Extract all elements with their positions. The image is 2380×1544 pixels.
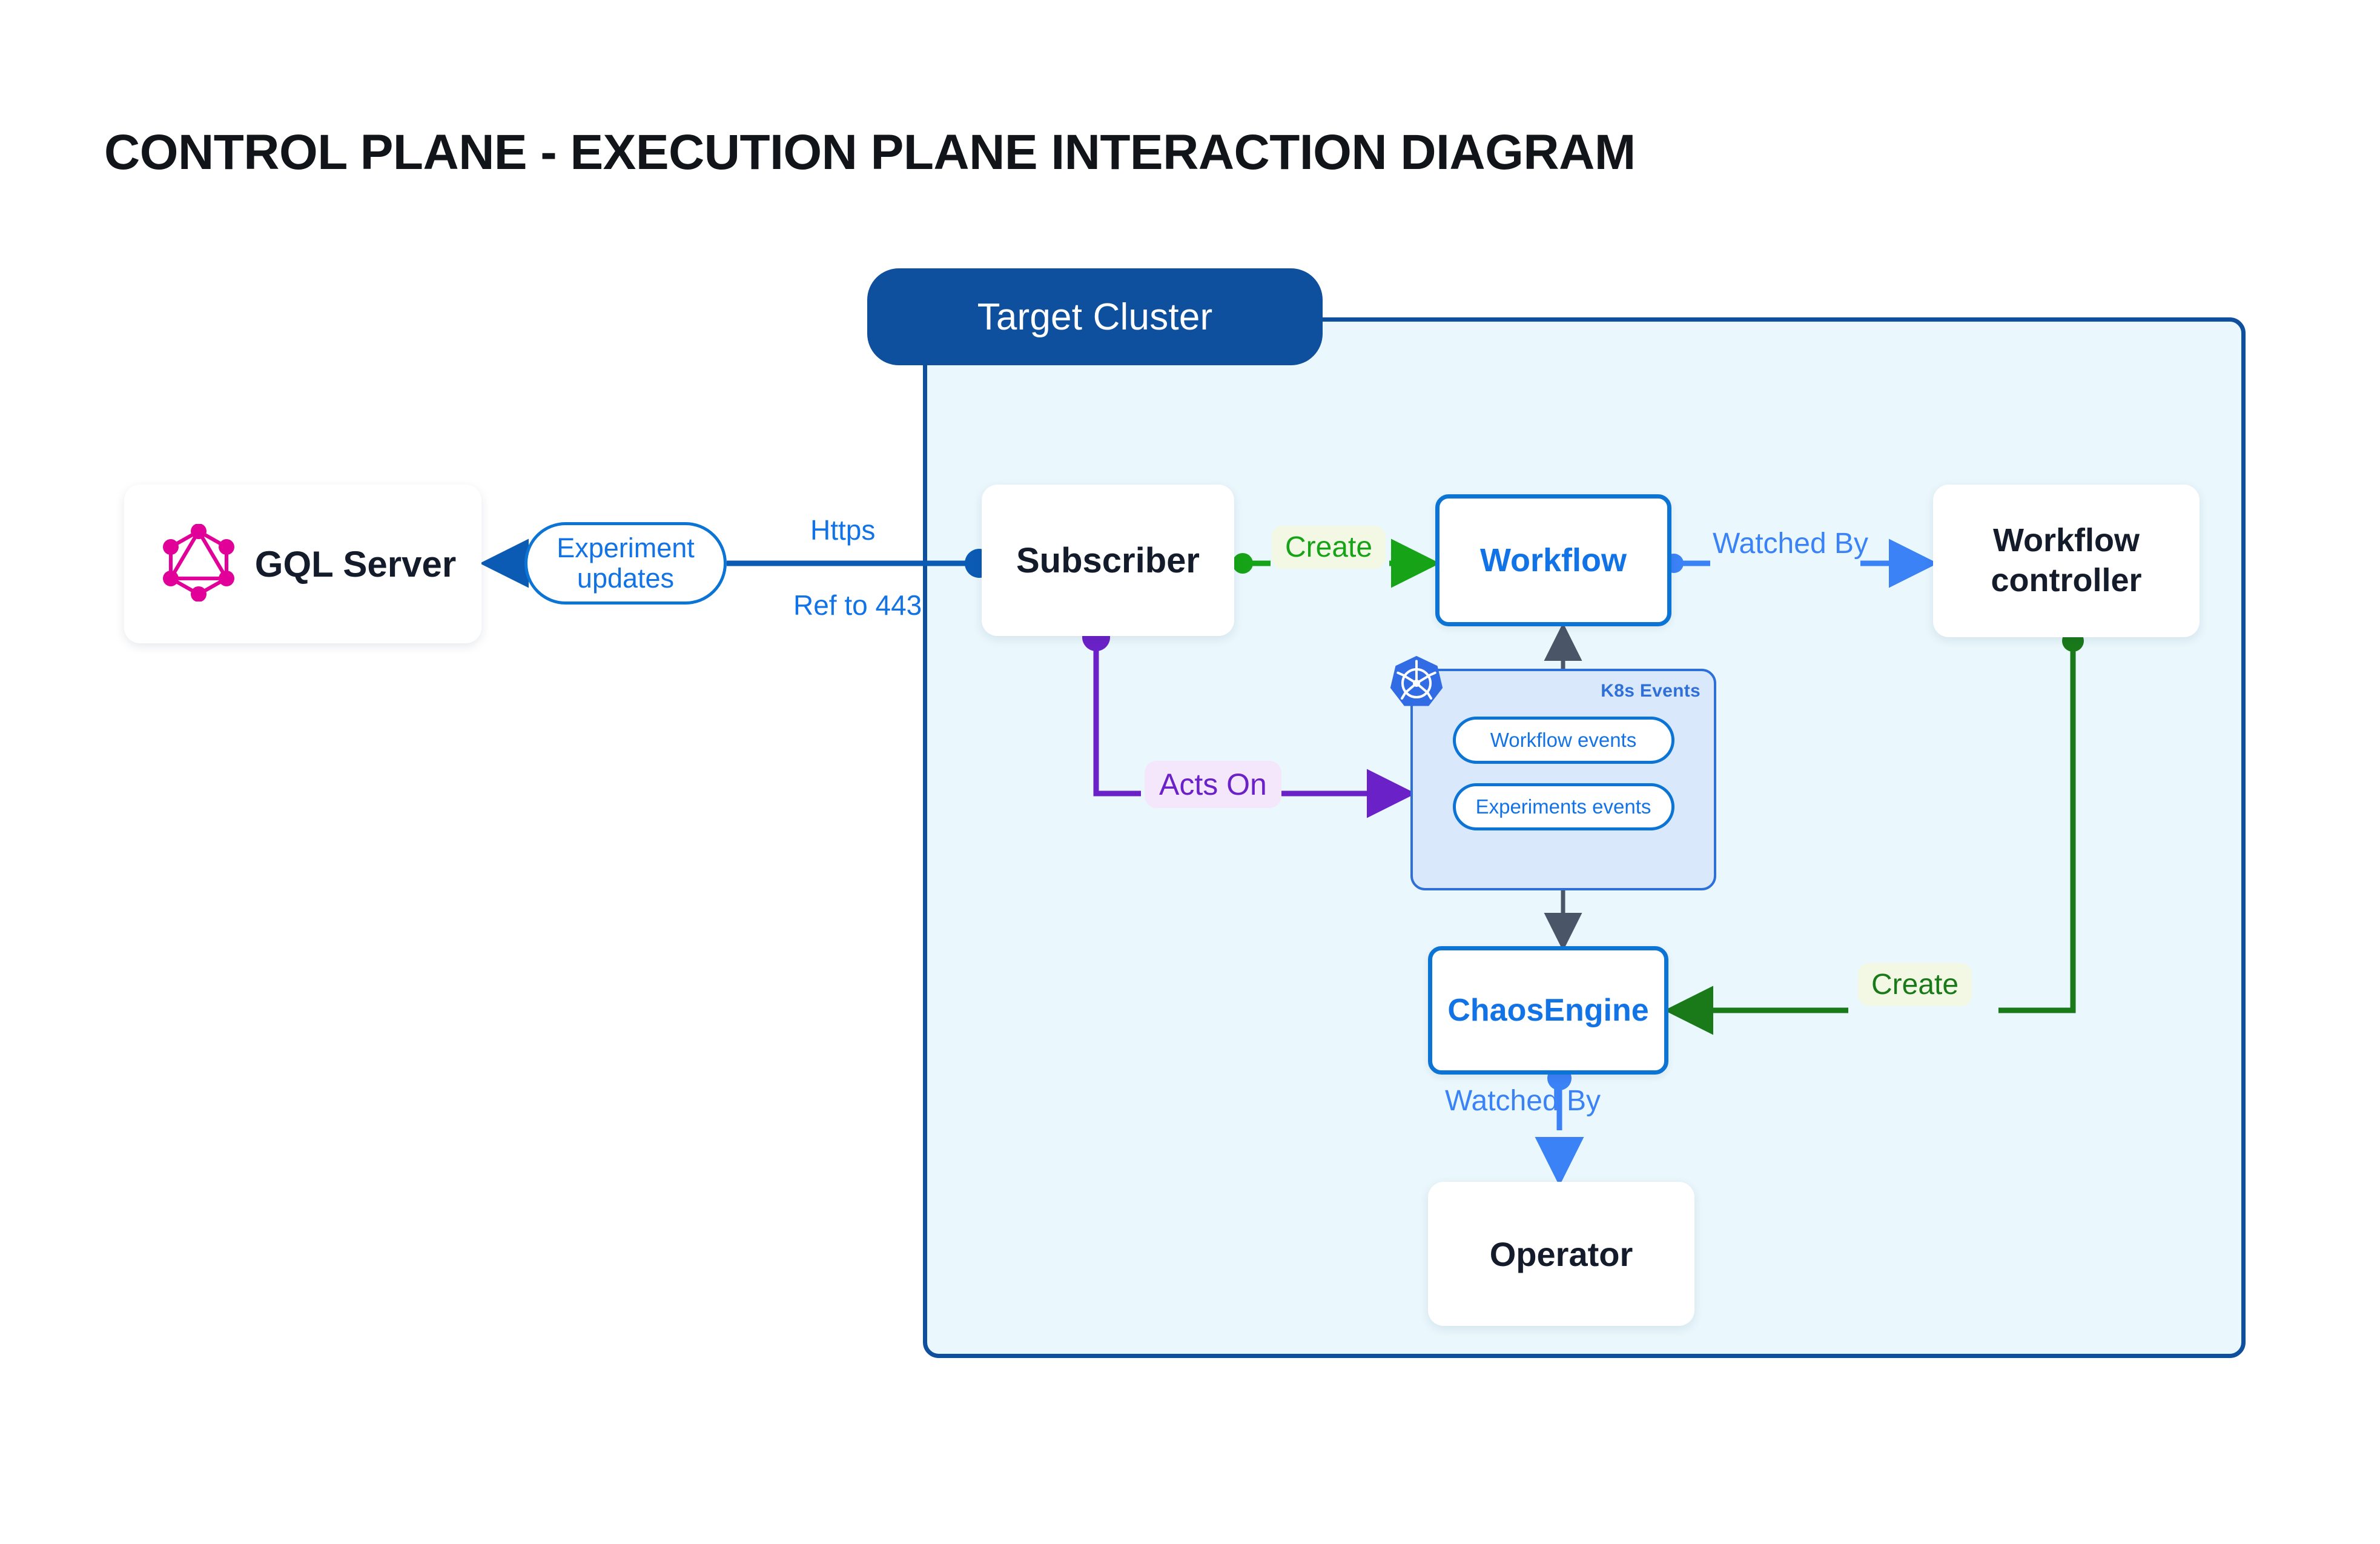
edge-label-experiment-updates: Experiment updates — [524, 522, 727, 605]
node-workflow-controller-line2: controller — [1991, 562, 2142, 598]
edge-label-ref-to-443: Ref to 443 — [793, 589, 922, 621]
k8s-events-panel: K8s Events Workflow events Experiments e… — [1410, 669, 1716, 890]
node-gql-server[interactable]: GQL Server — [124, 485, 481, 643]
node-gql-server-label: GQL Server — [254, 543, 457, 585]
edge-label-watched-by-operator: Watched By — [1445, 1085, 1601, 1117]
node-chaosengine[interactable]: ChaosEngine — [1428, 946, 1668, 1075]
edge-label-https: Https — [810, 514, 876, 546]
edge-label-watched-by-controller: Watched By — [1713, 528, 1868, 560]
node-workflow-controller-line1: Workflow — [1993, 522, 2140, 559]
edge-label-create-workflow: Create — [1272, 526, 1386, 569]
k8s-events-panel-label: K8s Events — [1601, 681, 1701, 701]
page-title: CONTROL PLANE - EXECUTION PLANE INTERACT… — [104, 125, 1636, 180]
edge-label-acts-on: Acts On — [1145, 761, 1281, 808]
k8s-pill-experiments-events[interactable]: Experiments events — [1452, 783, 1674, 830]
target-cluster-title: Target Cluster — [867, 268, 1323, 365]
k8s-pill-workflow-events[interactable]: Workflow events — [1452, 717, 1674, 764]
kubernetes-icon — [1387, 654, 1446, 712]
edge-label-experiment-updates-line1: Experiment — [557, 532, 695, 563]
node-operator[interactable]: Operator — [1428, 1182, 1694, 1326]
node-subscriber[interactable]: Subscriber — [982, 485, 1234, 636]
edge-label-create-chaosengine: Create — [1858, 963, 1972, 1006]
edge-label-experiment-updates-line2: updates — [577, 563, 675, 594]
graphql-icon — [162, 523, 234, 605]
node-workflow[interactable]: Workflow — [1435, 494, 1671, 626]
